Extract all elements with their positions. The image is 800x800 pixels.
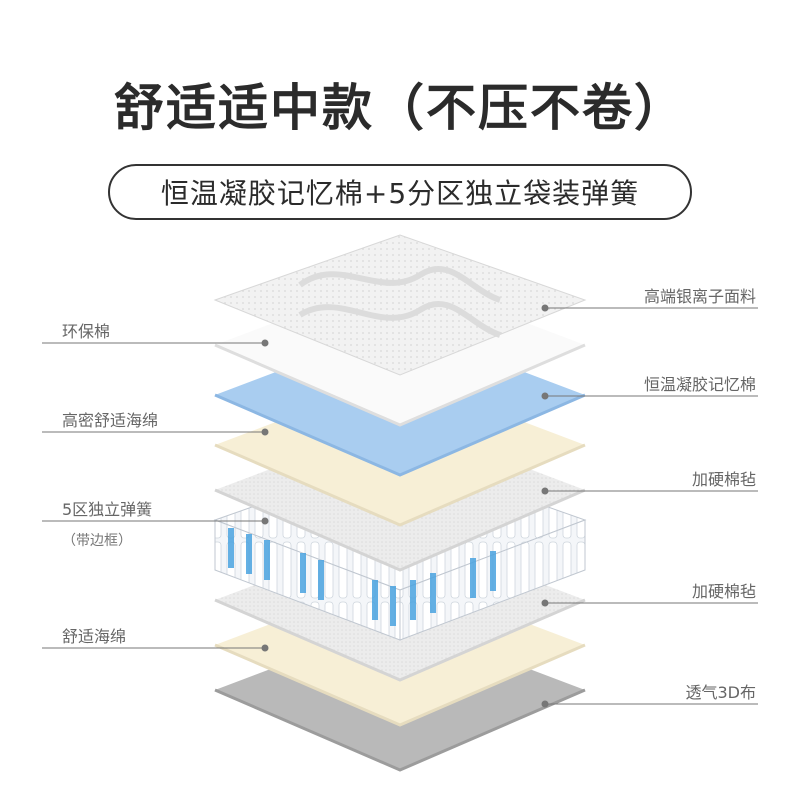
- label-high-density-sponge: 高密舒适海绵: [62, 411, 159, 430]
- leader-lines: [42, 304, 758, 708]
- label-pocket-springs-note: （带边框）: [62, 533, 132, 549]
- page-title: 舒适适中款（不压不卷）: [114, 79, 686, 137]
- label-silver-ion-fabric: 高端银离子面料: [643, 287, 756, 306]
- label-hard-felt-1: 加硬棉毡: [691, 470, 756, 489]
- label-3d-mesh: 透气3D布: [685, 683, 756, 702]
- label-hard-felt-2: 加硬棉毡: [691, 582, 756, 601]
- subtitle-pill: 恒温凝胶记忆棉+5分区独立袋装弹簧: [108, 164, 692, 220]
- label-gel-memory-foam: 恒温凝胶记忆棉: [643, 375, 756, 394]
- label-eco-cotton: 环保棉: [62, 322, 111, 341]
- subtitle-text: 恒温凝胶记忆棉+5分区独立袋装弹簧: [160, 177, 640, 210]
- label-comfort-sponge: 舒适海绵: [62, 627, 127, 646]
- label-pocket-springs: 5区独立弹簧: [62, 500, 153, 519]
